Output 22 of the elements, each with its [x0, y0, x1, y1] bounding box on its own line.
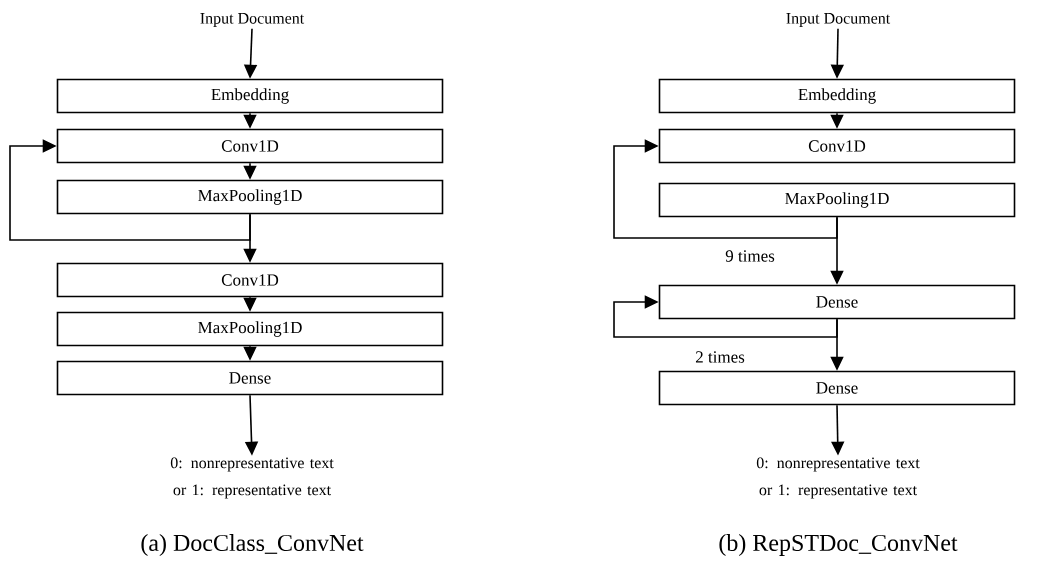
layer-box: Conv1D	[56, 262, 444, 298]
layer-box: Dense	[658, 284, 1016, 320]
layer-box: Embedding	[658, 78, 1016, 114]
layer-box: Conv1D	[56, 128, 444, 164]
caption: (b) RepSTDoc_ConvNet	[719, 534, 958, 556]
edge-label: 9 times	[724, 249, 776, 263]
layer-box: Embedding	[56, 78, 444, 114]
arrow	[9, 139, 251, 241]
output-label: 0: nonrepresentative text or 1: representative text	[170, 457, 334, 499]
caption: (a) DocClass_ConvNet	[141, 534, 364, 556]
arrow	[613, 295, 838, 338]
arrow	[613, 139, 838, 239]
layer-box: Dense	[658, 370, 1016, 406]
edge-label: 2 times	[694, 350, 746, 364]
layer-box: Conv1D	[658, 128, 1016, 164]
layer-box: MaxPooling1D	[56, 311, 444, 347]
input-label: Input Document	[200, 13, 305, 27]
input-label: Input Document	[786, 13, 891, 27]
layer-box: Dense	[56, 360, 444, 396]
layer-box: MaxPooling1D	[658, 182, 1016, 218]
output-label: 0: nonrepresentative text or 1: representative text	[756, 457, 920, 499]
layer-box: MaxPooling1D	[56, 179, 444, 215]
